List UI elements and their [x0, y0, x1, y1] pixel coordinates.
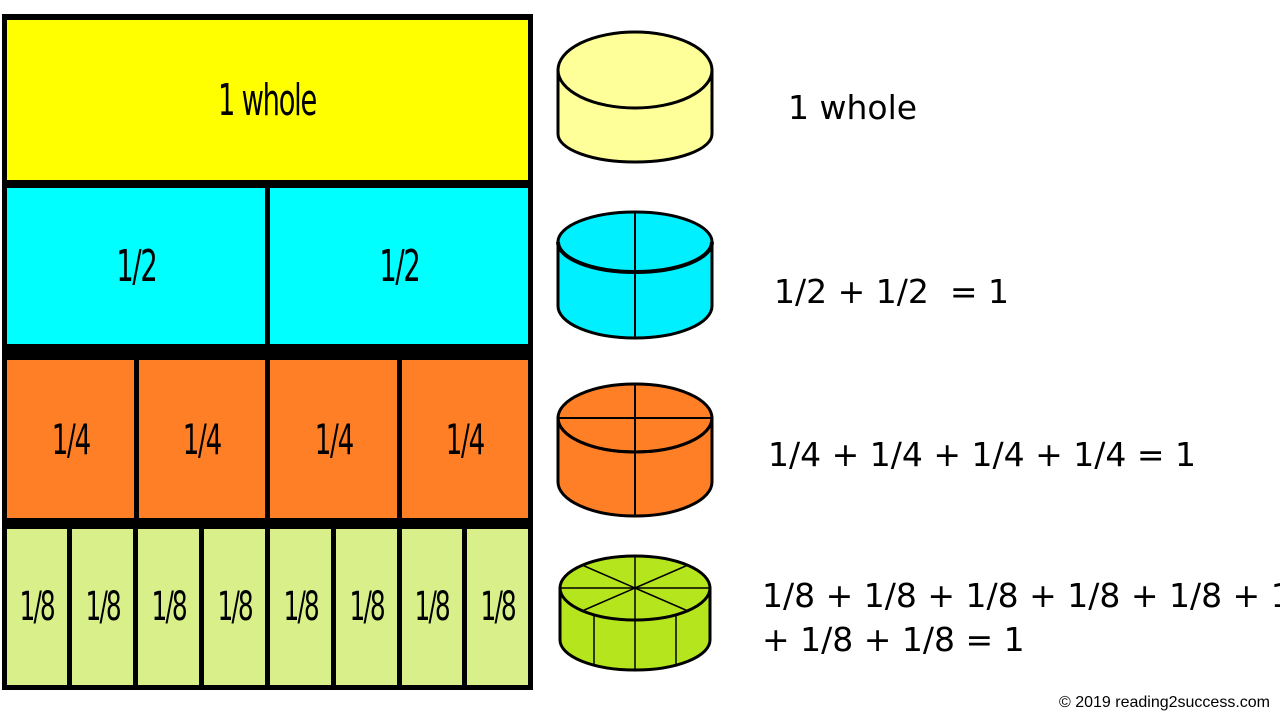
bar-eighth-label: 1/8: [414, 584, 451, 630]
equation-quarters: 1/4 + 1/4 + 1/4 + 1/4 = 1: [768, 435, 1196, 474]
bar-eighth-label: 1/8: [151, 584, 187, 630]
bar-half-label: 1/2: [115, 240, 157, 292]
bar-eighth-7: 1/8: [402, 529, 462, 685]
copyright-notice: © 2019 reading2success.com: [1058, 694, 1270, 711]
equation-whole: 1 whole: [788, 88, 918, 127]
bar-eighth-2: 1/8: [72, 529, 133, 685]
cylinder-quarters-icon: [556, 382, 714, 518]
bar-quarter-label: 1/4: [51, 414, 90, 464]
bar-half-1: 1/2: [7, 188, 265, 344]
bar-eighth-label: 1/8: [19, 584, 56, 630]
bar-eighth-6: 1/8: [336, 529, 397, 685]
bar-eighth-5: 1/8: [270, 529, 331, 685]
bar-eighth-label: 1/8: [283, 584, 319, 630]
bar-quarter-label: 1/4: [445, 414, 485, 464]
equation-eighths-line1: 1/8 + 1/8 + 1/8 + 1/8 + 1/8 + 1/8: [762, 576, 1280, 615]
bar-eighth-8: 1/8: [467, 529, 528, 685]
bar-quarter-4: 1/4: [402, 360, 528, 518]
cylinder-halves-icon: [556, 210, 714, 340]
fraction-bars: 1 whole 1/2 1/2 1/4 1/4 1/4 1/4 1/8 1/8 …: [2, 14, 533, 690]
bar-half-2: 1/2: [270, 188, 528, 344]
bar-quarter-1: 1/4: [7, 360, 134, 518]
cylinder-eighths-icon: [558, 554, 712, 672]
cylinder-whole-icon: [556, 30, 714, 164]
bar-quarter-label: 1/4: [314, 414, 353, 464]
bar-eighth-label: 1/8: [217, 584, 253, 630]
bar-eighth-1: 1/8: [7, 529, 67, 685]
bar-quarter-label: 1/4: [182, 414, 222, 464]
bar-eighth-label: 1/8: [85, 584, 121, 630]
bar-eighth-3: 1/8: [138, 529, 199, 685]
bar-quarter-2: 1/4: [139, 360, 265, 518]
bar-eighth-4: 1/8: [204, 529, 265, 685]
bar-quarter-3: 1/4: [270, 360, 397, 518]
bar-whole-label: 1 whole: [218, 74, 317, 126]
equation-eighths-line2: + 1/8 + 1/8 = 1: [762, 620, 1025, 659]
equation-halves: 1/2 + 1/2 = 1: [774, 272, 1009, 311]
bar-whole: 1 whole: [7, 20, 528, 180]
bar-eighth-label: 1/8: [349, 584, 385, 630]
bar-half-label: 1/2: [378, 240, 420, 292]
bar-eighth-label: 1/8: [480, 584, 516, 630]
